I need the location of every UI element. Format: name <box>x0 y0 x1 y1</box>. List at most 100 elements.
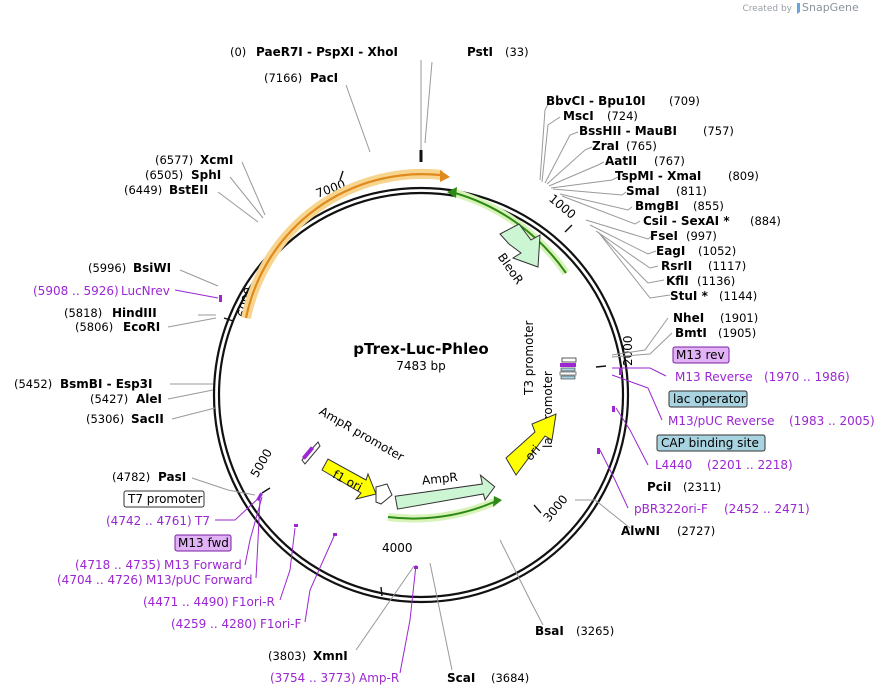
primer-labels: (5908 .. 5926) LucNrev M13 Reverse (1970… <box>33 284 875 685</box>
enzyme-name[interactable]: CsiI - SexAI * <box>643 214 730 228</box>
enzyme-name[interactable]: EcoRI <box>123 320 160 334</box>
enzyme-name[interactable]: BsmBI - Esp3I <box>60 377 152 391</box>
enzyme-name[interactable]: BmtI <box>675 326 707 340</box>
primer-range: (2201 .. 2218) <box>707 458 793 472</box>
primer-range: (3754 .. 3773) <box>270 671 356 685</box>
cap-binding-site-label: CAP binding site <box>661 436 759 450</box>
enzyme-pos: (884) <box>750 214 781 228</box>
enzyme-name[interactable]: PaeR7I - PspXI - XhoI <box>256 45 398 59</box>
primer-range: (4704 .. 4726) <box>57 573 143 587</box>
ampr-feature[interactable] <box>394 473 496 510</box>
enzyme-name[interactable]: StuI * <box>670 289 709 303</box>
primer-name[interactable]: M13 Reverse <box>675 370 753 384</box>
enzyme-pos: (5818) <box>64 306 102 320</box>
enzyme-pos: (809) <box>728 169 759 183</box>
enzyme-name[interactable]: SmaI <box>626 184 660 198</box>
ampr-promoter-feature[interactable] <box>375 483 393 505</box>
t3-promoter-mark <box>561 357 577 363</box>
enzyme-pos: (709) <box>669 94 700 108</box>
enzyme-name[interactable]: RsrII <box>661 259 692 273</box>
m13-fwd-box[interactable]: M13 fwd <box>174 534 232 552</box>
primer-name[interactable]: M13 Forward <box>164 558 242 572</box>
enzyme-name[interactable]: PciI <box>647 480 672 494</box>
enzyme-name[interactable]: BsiWI <box>133 261 171 275</box>
bleor-feature[interactable] <box>499 223 541 268</box>
snapgene-logo-icon <box>797 3 800 14</box>
enzyme-pos: (1144) <box>719 289 757 303</box>
primer-name[interactable]: T7 <box>194 514 210 528</box>
f1-ori-feature[interactable] <box>321 458 377 500</box>
tick-label-2000: 2000 <box>621 335 635 366</box>
m13-rev-box[interactable]: M13 rev <box>672 346 730 364</box>
enzyme-name[interactable]: SacII <box>131 412 164 426</box>
tick-label-4000-visible: 4000 <box>382 541 413 555</box>
enzyme-name[interactable]: PasI <box>158 470 186 484</box>
enzyme-name[interactable]: MscI <box>563 109 594 123</box>
enzyme-pos: (3684) <box>491 671 529 685</box>
enzyme-name[interactable]: AlwNI <box>621 524 660 538</box>
primer-leader-lines <box>174 289 667 674</box>
tick-2000: 2000 <box>595 335 635 368</box>
cap-binding-site-box[interactable]: CAP binding site <box>656 434 766 452</box>
enzyme-name[interactable]: EagI <box>656 244 685 258</box>
enzyme-pos: (33) <box>505 45 529 59</box>
plasmid-size: 7483 bp <box>396 359 446 373</box>
enzyme-name[interactable]: NheI <box>673 311 704 325</box>
primer-name[interactable]: F1ori-R <box>232 595 275 609</box>
primer-name[interactable]: LucNrev <box>121 284 170 298</box>
primer-range: (4259 .. 4280) <box>171 617 257 631</box>
enzyme-name[interactable]: XmnI <box>313 649 348 663</box>
enzyme-pos: (6505) <box>145 168 183 182</box>
enzyme-name[interactable]: AatII <box>605 154 637 168</box>
enzyme-pos: (7166) <box>264 71 302 85</box>
enzyme-pos: (1905) <box>718 326 756 340</box>
enzyme-pos: (4782) <box>112 470 150 484</box>
enzyme-name[interactable]: ZraI <box>592 139 619 153</box>
ampr-promoter-label: AmpR promoter <box>317 404 407 464</box>
enzyme-name[interactable]: PstI <box>467 45 493 59</box>
lac-operator-box[interactable]: lac operator <box>668 390 748 408</box>
enzyme-name[interactable]: KflI <box>666 274 689 288</box>
enzyme-name[interactable]: XcmI <box>200 153 233 167</box>
snapgene-brand: SnapGene <box>802 1 859 14</box>
primer-range: (4742 .. 4761) <box>106 514 192 528</box>
tick-5000: 5000 <box>248 446 275 494</box>
primer-range: (4471 .. 4490) <box>143 595 229 609</box>
primer-name[interactable]: M13/pUC Reverse <box>668 414 775 428</box>
boxed-feature-labels: M13 rev lac operator CAP binding site T7… <box>123 346 766 552</box>
enzyme-name[interactable]: PacI <box>310 71 338 85</box>
bleor-orf-head <box>447 187 457 198</box>
m13fwd-inner-mark <box>301 446 315 460</box>
enzyme-name[interactable]: BssHII - MauBI <box>579 124 677 138</box>
enzyme-name[interactable]: ScaI <box>447 671 475 685</box>
snapgene-logo <box>797 3 800 14</box>
enzyme-pos: (3803) <box>268 649 306 663</box>
primer-name[interactable]: Amp-R <box>359 671 399 685</box>
enzyme-name[interactable]: HindIII <box>112 306 157 320</box>
enzyme-name[interactable]: BmgBI <box>635 199 679 213</box>
enzyme-pos: (811) <box>676 184 707 198</box>
tick-3000: 3000 <box>533 492 571 525</box>
primer-name[interactable]: L4440 <box>655 458 692 472</box>
enzyme-name[interactable]: FseI <box>650 229 678 243</box>
primer-name[interactable]: F1ori-F <box>260 617 301 631</box>
enzyme-name[interactable]: BsaI <box>535 624 564 638</box>
ori-feature[interactable] <box>505 413 557 476</box>
primer-name[interactable]: pBR322ori-F <box>634 502 708 516</box>
backbone-inner-strand <box>217 191 625 599</box>
lac-operator-label: lac operator <box>673 392 746 406</box>
primer-name[interactable]: M13/pUC Forward <box>146 573 253 587</box>
t7-promoter-box[interactable]: T7 promoter <box>123 490 205 508</box>
enzyme-name[interactable]: BbvCI - Bpu10I <box>546 94 646 108</box>
enzyme-pos: (5996) <box>88 261 126 275</box>
enzyme-name[interactable]: AleI <box>136 392 162 406</box>
plasmid-name: pTrex-Luc-Phleo <box>353 340 488 358</box>
primer-range: (5908 .. 5926) <box>33 284 119 298</box>
enzyme-name[interactable]: TspMI - XmaI <box>615 169 701 183</box>
enzyme-name[interactable]: BstEII <box>169 183 208 197</box>
enzyme-name[interactable]: SphI <box>191 168 221 182</box>
orange-arrow-line <box>244 173 441 319</box>
enzyme-pos: (2311) <box>683 480 721 494</box>
ampr-orf-line <box>387 501 495 520</box>
